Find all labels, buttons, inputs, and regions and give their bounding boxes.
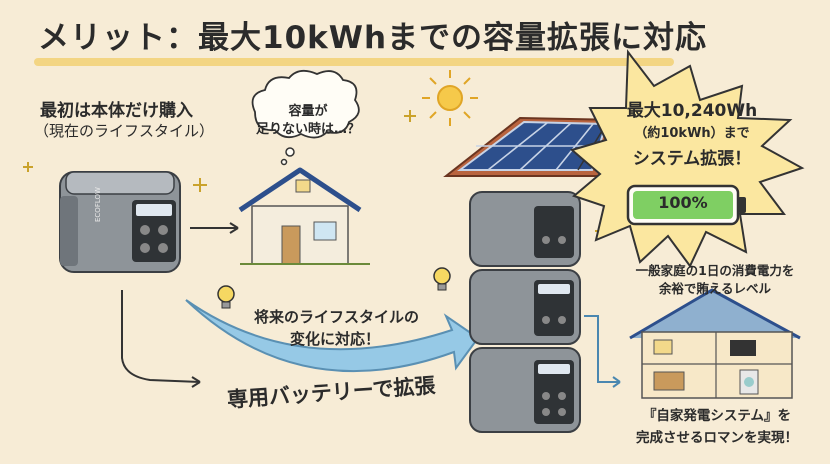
- future-line-2: 変化に対応！: [290, 330, 381, 348]
- page-title: メリット：最大10kWhまでの容量拡張に対応: [38, 20, 708, 56]
- thought-bubble: [251, 69, 360, 166]
- sun-icon: [422, 70, 478, 126]
- home-interior-icon: [629, 288, 801, 399]
- conclusion-line-2: 完成させるロマンを実現！: [636, 430, 798, 446]
- conclusion-line-1: 『自家発電システム』を: [642, 408, 792, 424]
- household-line-1: 一般家庭の1日の消費電力を: [635, 263, 795, 278]
- thought-line-2: 足りない時は…？: [255, 122, 360, 137]
- burst-line-3: システム拡張！: [632, 149, 752, 169]
- intro-line-1: 最初は本体だけ購入: [40, 101, 193, 121]
- future-line-1: 将来のライフスタイルの: [254, 308, 420, 326]
- burst-line-1: 最大10,240Wh: [626, 101, 758, 121]
- house-icon: [238, 167, 370, 265]
- battery-percent-label: 100%: [658, 193, 708, 212]
- portable-power-station-icon: ECOFLOW: [59, 171, 181, 273]
- solar-roof-icon: [443, 116, 622, 177]
- lightbulb-icon: [217, 267, 451, 309]
- intro-line-2: （現在のライフスタイル）: [34, 122, 215, 140]
- stacked-battery-units: [469, 191, 581, 433]
- household-line-2: 余裕で賄えるレベル: [658, 281, 772, 296]
- title-underline: [34, 58, 674, 66]
- expansion-arrow: [185, 299, 480, 373]
- device-brand-text: ECOFLOW: [94, 187, 102, 222]
- burst-line-2: （約10kWh）まで: [634, 126, 750, 141]
- battery-full-icon: [626, 184, 746, 226]
- thought-line-1: 容量が: [288, 104, 328, 119]
